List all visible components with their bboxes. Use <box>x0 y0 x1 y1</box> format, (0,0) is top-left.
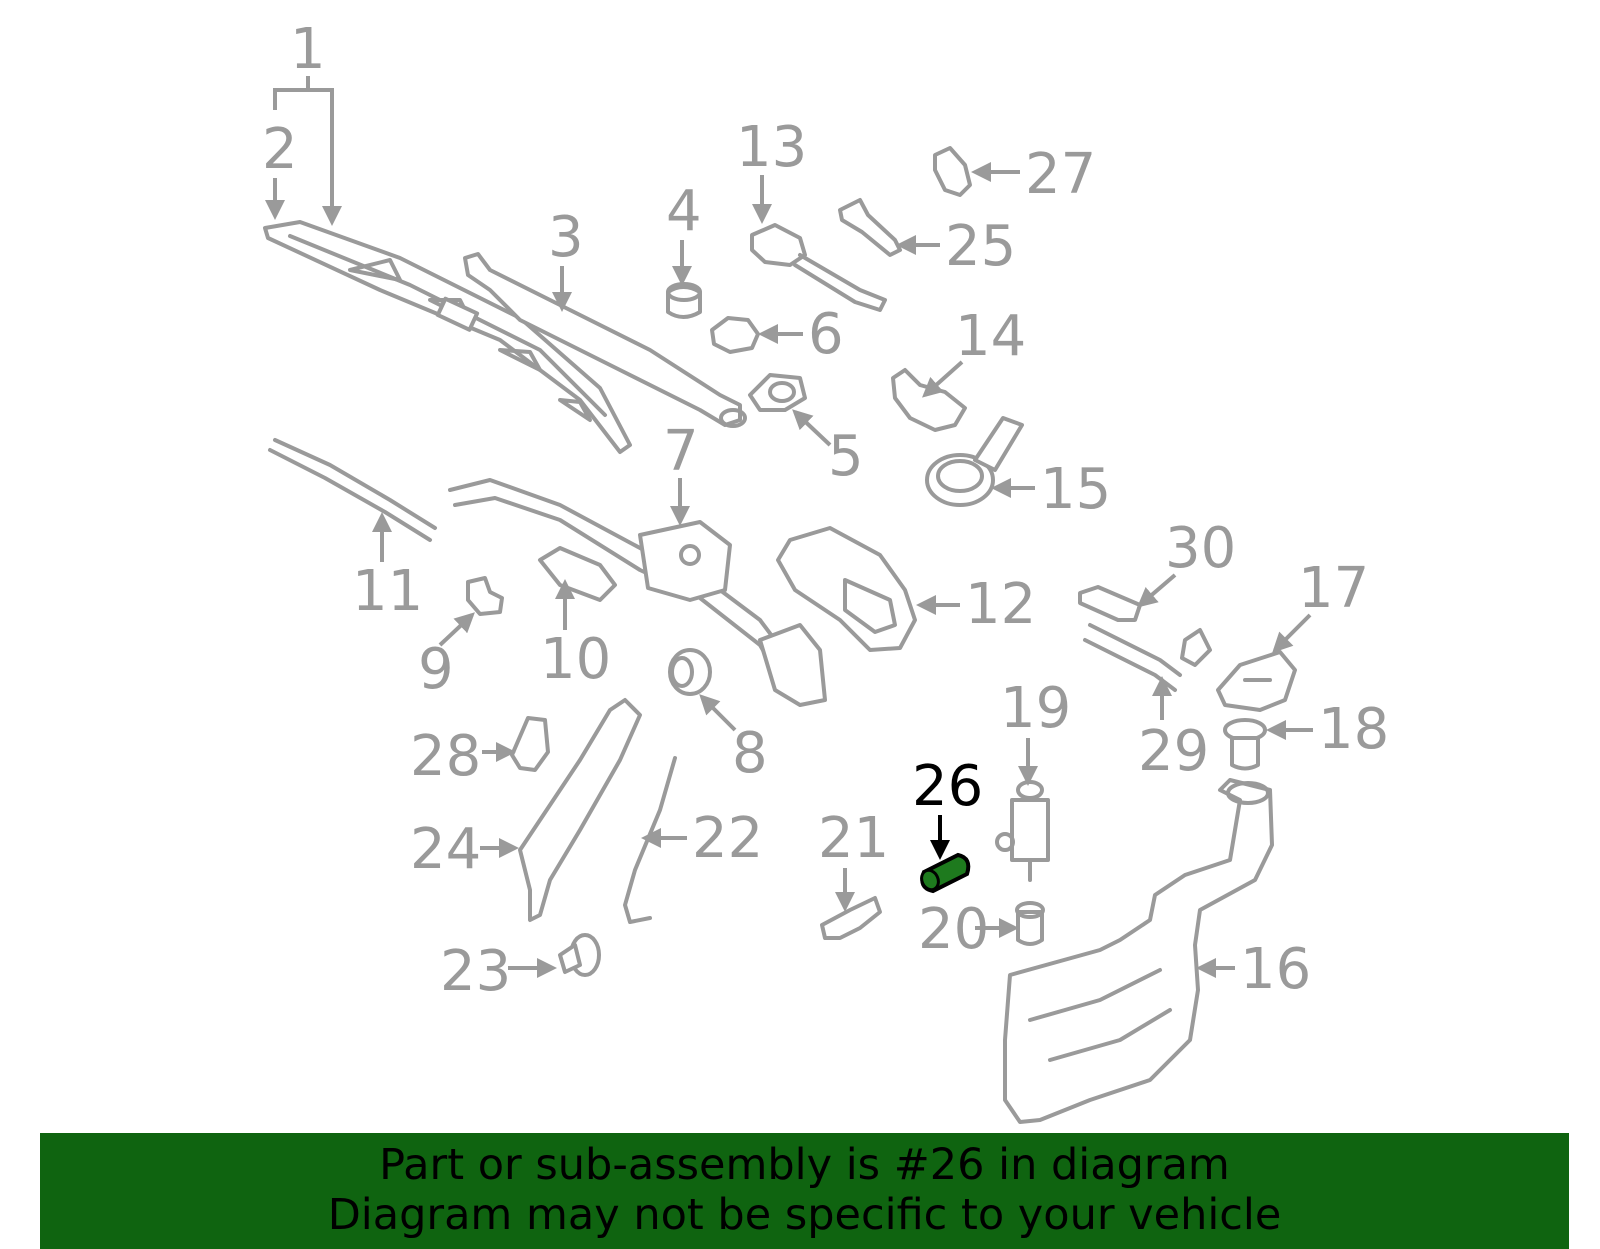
callout-18: 18 <box>1266 697 1389 762</box>
part-29-hose <box>1083 623 1212 692</box>
svg-text:11: 11 <box>352 559 423 624</box>
callout-8: 8 <box>699 694 768 786</box>
svg-text:6: 6 <box>808 302 844 367</box>
part-23-grommet <box>558 933 601 977</box>
callout-21: 21 <box>818 806 889 912</box>
svg-text:24: 24 <box>410 817 481 882</box>
svg-text:29: 29 <box>1138 719 1209 784</box>
callout-20: 20 <box>918 897 1019 962</box>
part-15-bracket <box>925 416 1024 507</box>
svg-text:3: 3 <box>548 205 584 270</box>
part-24-panel <box>518 698 642 922</box>
banner-line-1: Part or sub-assembly is #26 in diagram <box>379 1140 1230 1190</box>
svg-text:2: 2 <box>262 117 298 182</box>
part-4-cap <box>666 282 702 319</box>
callout-29: 29 <box>1138 676 1209 784</box>
callout-16: 16 <box>1196 937 1311 1002</box>
svg-text:12: 12 <box>965 572 1036 637</box>
callout-26: 26 <box>912 754 983 860</box>
callout-23: 23 <box>440 939 557 1004</box>
callout-22: 22 <box>641 806 763 871</box>
svg-text:26: 26 <box>912 754 983 819</box>
svg-text:19: 19 <box>1000 676 1071 741</box>
part-wiper-arm <box>463 252 747 428</box>
svg-text:25: 25 <box>945 214 1016 279</box>
callout-6: 6 <box>758 302 844 367</box>
callout-17: 17 <box>1272 556 1369 653</box>
part-11-hose <box>268 438 437 542</box>
callout-27: 27 <box>971 142 1096 207</box>
part-8-bushing <box>668 648 712 696</box>
svg-text:17: 17 <box>1298 556 1369 621</box>
part-wiper-blade <box>263 220 632 454</box>
svg-text:28: 28 <box>410 724 481 789</box>
part-6-nut <box>710 316 760 354</box>
part-19-pump <box>995 780 1050 882</box>
callout-30: 30 <box>1136 516 1236 608</box>
part-30-pad <box>1078 585 1142 622</box>
svg-text:21: 21 <box>818 806 889 871</box>
callout-1: 1 <box>273 17 332 222</box>
callout-4: 4 <box>666 179 702 286</box>
callout-13: 13 <box>736 115 807 224</box>
svg-text:5: 5 <box>828 424 864 489</box>
info-banner: Part or sub-assembly is #26 in diagram D… <box>40 1133 1569 1249</box>
part-28-connector <box>510 716 550 772</box>
part-27-connector <box>933 146 972 197</box>
svg-text:10: 10 <box>540 627 611 692</box>
part-10-bracket <box>538 546 617 602</box>
svg-text:8: 8 <box>732 721 768 786</box>
part-12-motor <box>776 526 917 652</box>
svg-text:22: 22 <box>692 806 763 871</box>
part-14-bracket <box>891 368 967 432</box>
callout-12: 12 <box>916 572 1036 637</box>
part-21-nozzle <box>820 896 882 940</box>
svg-text:23: 23 <box>440 939 511 1004</box>
svg-text:18: 18 <box>1318 697 1389 762</box>
callout-19: 19 <box>1000 676 1071 786</box>
svg-text:14: 14 <box>955 304 1026 369</box>
svg-text:1: 1 <box>290 17 326 82</box>
callout-10: 10 <box>540 579 611 692</box>
svg-text:27: 27 <box>1025 142 1096 207</box>
part-17-cap <box>1216 650 1297 712</box>
svg-text:4: 4 <box>666 179 702 244</box>
part-18-strainer <box>1223 718 1267 771</box>
callout-14: 14 <box>922 304 1026 398</box>
part-9-clip <box>466 576 504 616</box>
callout-2: 2 <box>262 117 298 220</box>
callout-3: 3 <box>548 205 584 312</box>
svg-text:16: 16 <box>1240 937 1311 1002</box>
svg-text:30: 30 <box>1165 516 1236 581</box>
part-13-cover <box>750 223 887 312</box>
callout-7: 7 <box>663 419 699 526</box>
callout-28: 28 <box>410 724 516 789</box>
part-16-reservoir <box>1003 778 1274 1124</box>
svg-text:9: 9 <box>418 637 454 702</box>
svg-text:13: 13 <box>736 115 807 180</box>
callout-9: 9 <box>418 612 475 702</box>
callout-25: 25 <box>896 214 1016 279</box>
callout-24: 24 <box>410 817 519 882</box>
part-7-linkage <box>448 478 827 707</box>
part-25-clip <box>838 198 902 257</box>
banner-line-2: Diagram may not be specific to your vehi… <box>327 1190 1282 1240</box>
callout-11: 11 <box>352 512 423 624</box>
part-22-hose <box>623 756 677 924</box>
part-5-seal <box>748 373 807 412</box>
part-20-grommet <box>1015 901 1045 946</box>
svg-text:7: 7 <box>663 419 699 484</box>
svg-text:15: 15 <box>1040 457 1111 522</box>
callout-15: 15 <box>991 457 1111 522</box>
part-26-hose-highlighted <box>920 852 971 894</box>
callout-5: 5 <box>792 409 864 489</box>
